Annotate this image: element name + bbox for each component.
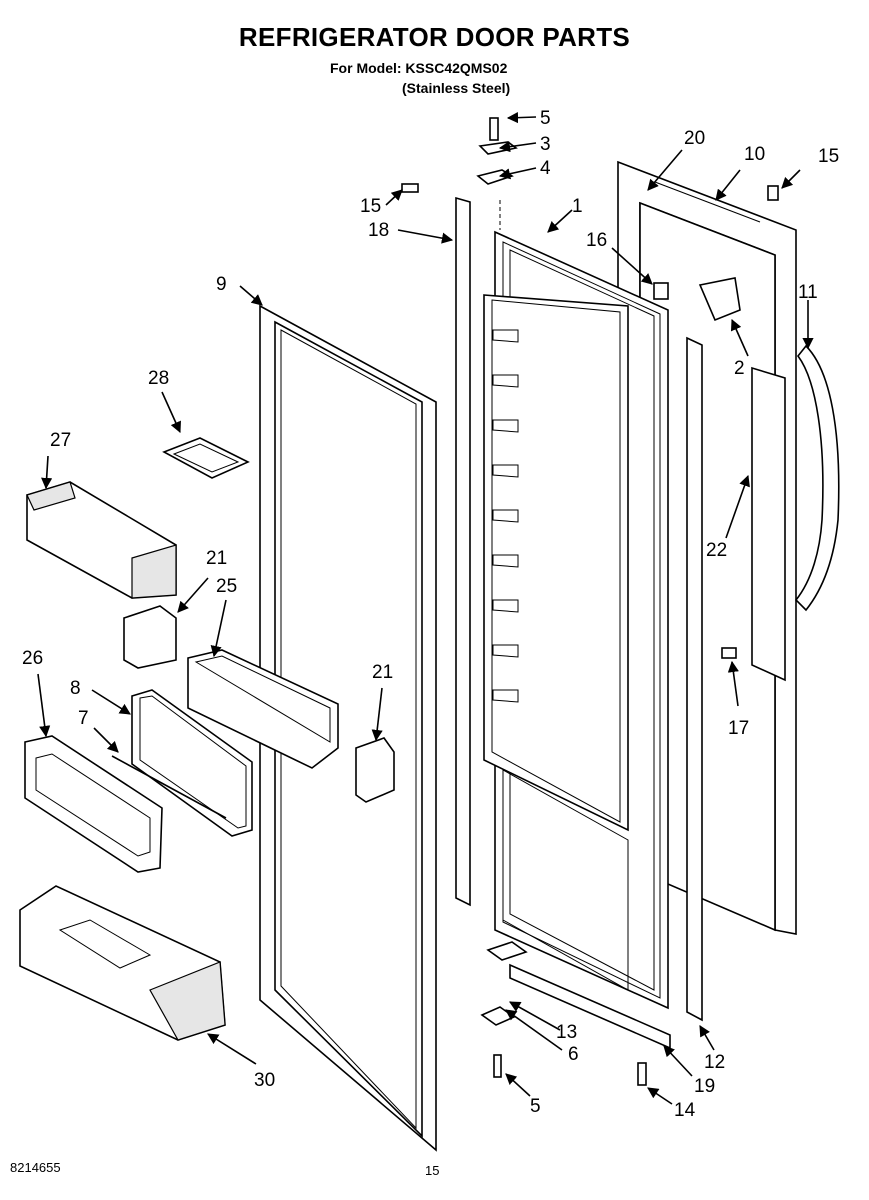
- callout-21-right: 21: [372, 662, 393, 683]
- callout-3: 3: [540, 134, 551, 155]
- callout-19: 19: [694, 1076, 715, 1097]
- door-gasket: [259, 304, 437, 1152]
- gasket-frame-8: [131, 689, 253, 837]
- model-subtitle: For Model: KSSC42QMS02: [330, 60, 508, 76]
- callout-leaders: [37, 112, 814, 1105]
- callout-16: 16: [586, 230, 607, 251]
- handle-trim-22: [751, 366, 786, 682]
- callout-13: 13: [556, 1022, 577, 1043]
- finish-subtitle: (Stainless Steel): [402, 80, 511, 96]
- door-handle: [794, 344, 840, 612]
- callout-20: 20: [684, 128, 705, 149]
- callout-4: 4: [540, 158, 551, 179]
- dairy-bin-28: [162, 437, 250, 479]
- strip-7: [111, 755, 227, 819]
- callout-5-top: 5: [540, 108, 551, 129]
- page-number: 15: [425, 1163, 440, 1178]
- callout-15-right: 15: [818, 146, 839, 167]
- callout-10: 10: [744, 144, 765, 165]
- callout-9: 9: [216, 274, 227, 295]
- shelf-front-26: [24, 735, 163, 873]
- callout-21-left: 21: [206, 548, 227, 569]
- callout-22: 22: [706, 540, 727, 561]
- screw-15-left: [401, 183, 419, 193]
- callout-1: 1: [572, 196, 583, 217]
- screw-15-right: [767, 185, 779, 201]
- bracket-21-left: [123, 605, 177, 669]
- callout-18: 18: [368, 220, 389, 241]
- callout-7: 7: [78, 708, 89, 729]
- crisper-25: [187, 649, 339, 769]
- screw-17: [721, 647, 737, 659]
- callout-25: 25: [216, 576, 237, 597]
- callout-17: 17: [728, 718, 749, 739]
- callout-2: 2: [734, 358, 745, 379]
- document-number: 8214655: [10, 1160, 61, 1175]
- bottom-bin-30: [19, 885, 226, 1041]
- inner-door-liner: [483, 230, 669, 1010]
- bracket-21-right: [355, 737, 395, 803]
- callout-15-left: 15: [360, 196, 381, 217]
- callout-6: 6: [568, 1044, 579, 1065]
- liner-shelf-rails: [492, 329, 519, 703]
- cap-16: [653, 282, 669, 300]
- page-title: REFRIGERATOR DOOR PARTS: [238, 22, 631, 52]
- callout-8: 8: [70, 678, 81, 699]
- trim-strip-18: [455, 196, 471, 907]
- callout-5-bottom: 5: [530, 1096, 541, 1117]
- door-bin-27: [26, 481, 177, 599]
- callout-27: 27: [50, 430, 71, 451]
- callout-14: 14: [674, 1100, 696, 1121]
- callout-12: 12: [704, 1052, 725, 1073]
- callout-28: 28: [148, 368, 169, 389]
- callout-26: 26: [22, 648, 43, 669]
- bracket-2: [698, 277, 741, 322]
- callout-11: 11: [798, 282, 818, 303]
- callout-30: 30: [254, 1070, 275, 1091]
- callout-labels: 5 3 4 20 10 15 15 18 1 16 9 11 28 2 27 2…: [22, 108, 839, 1121]
